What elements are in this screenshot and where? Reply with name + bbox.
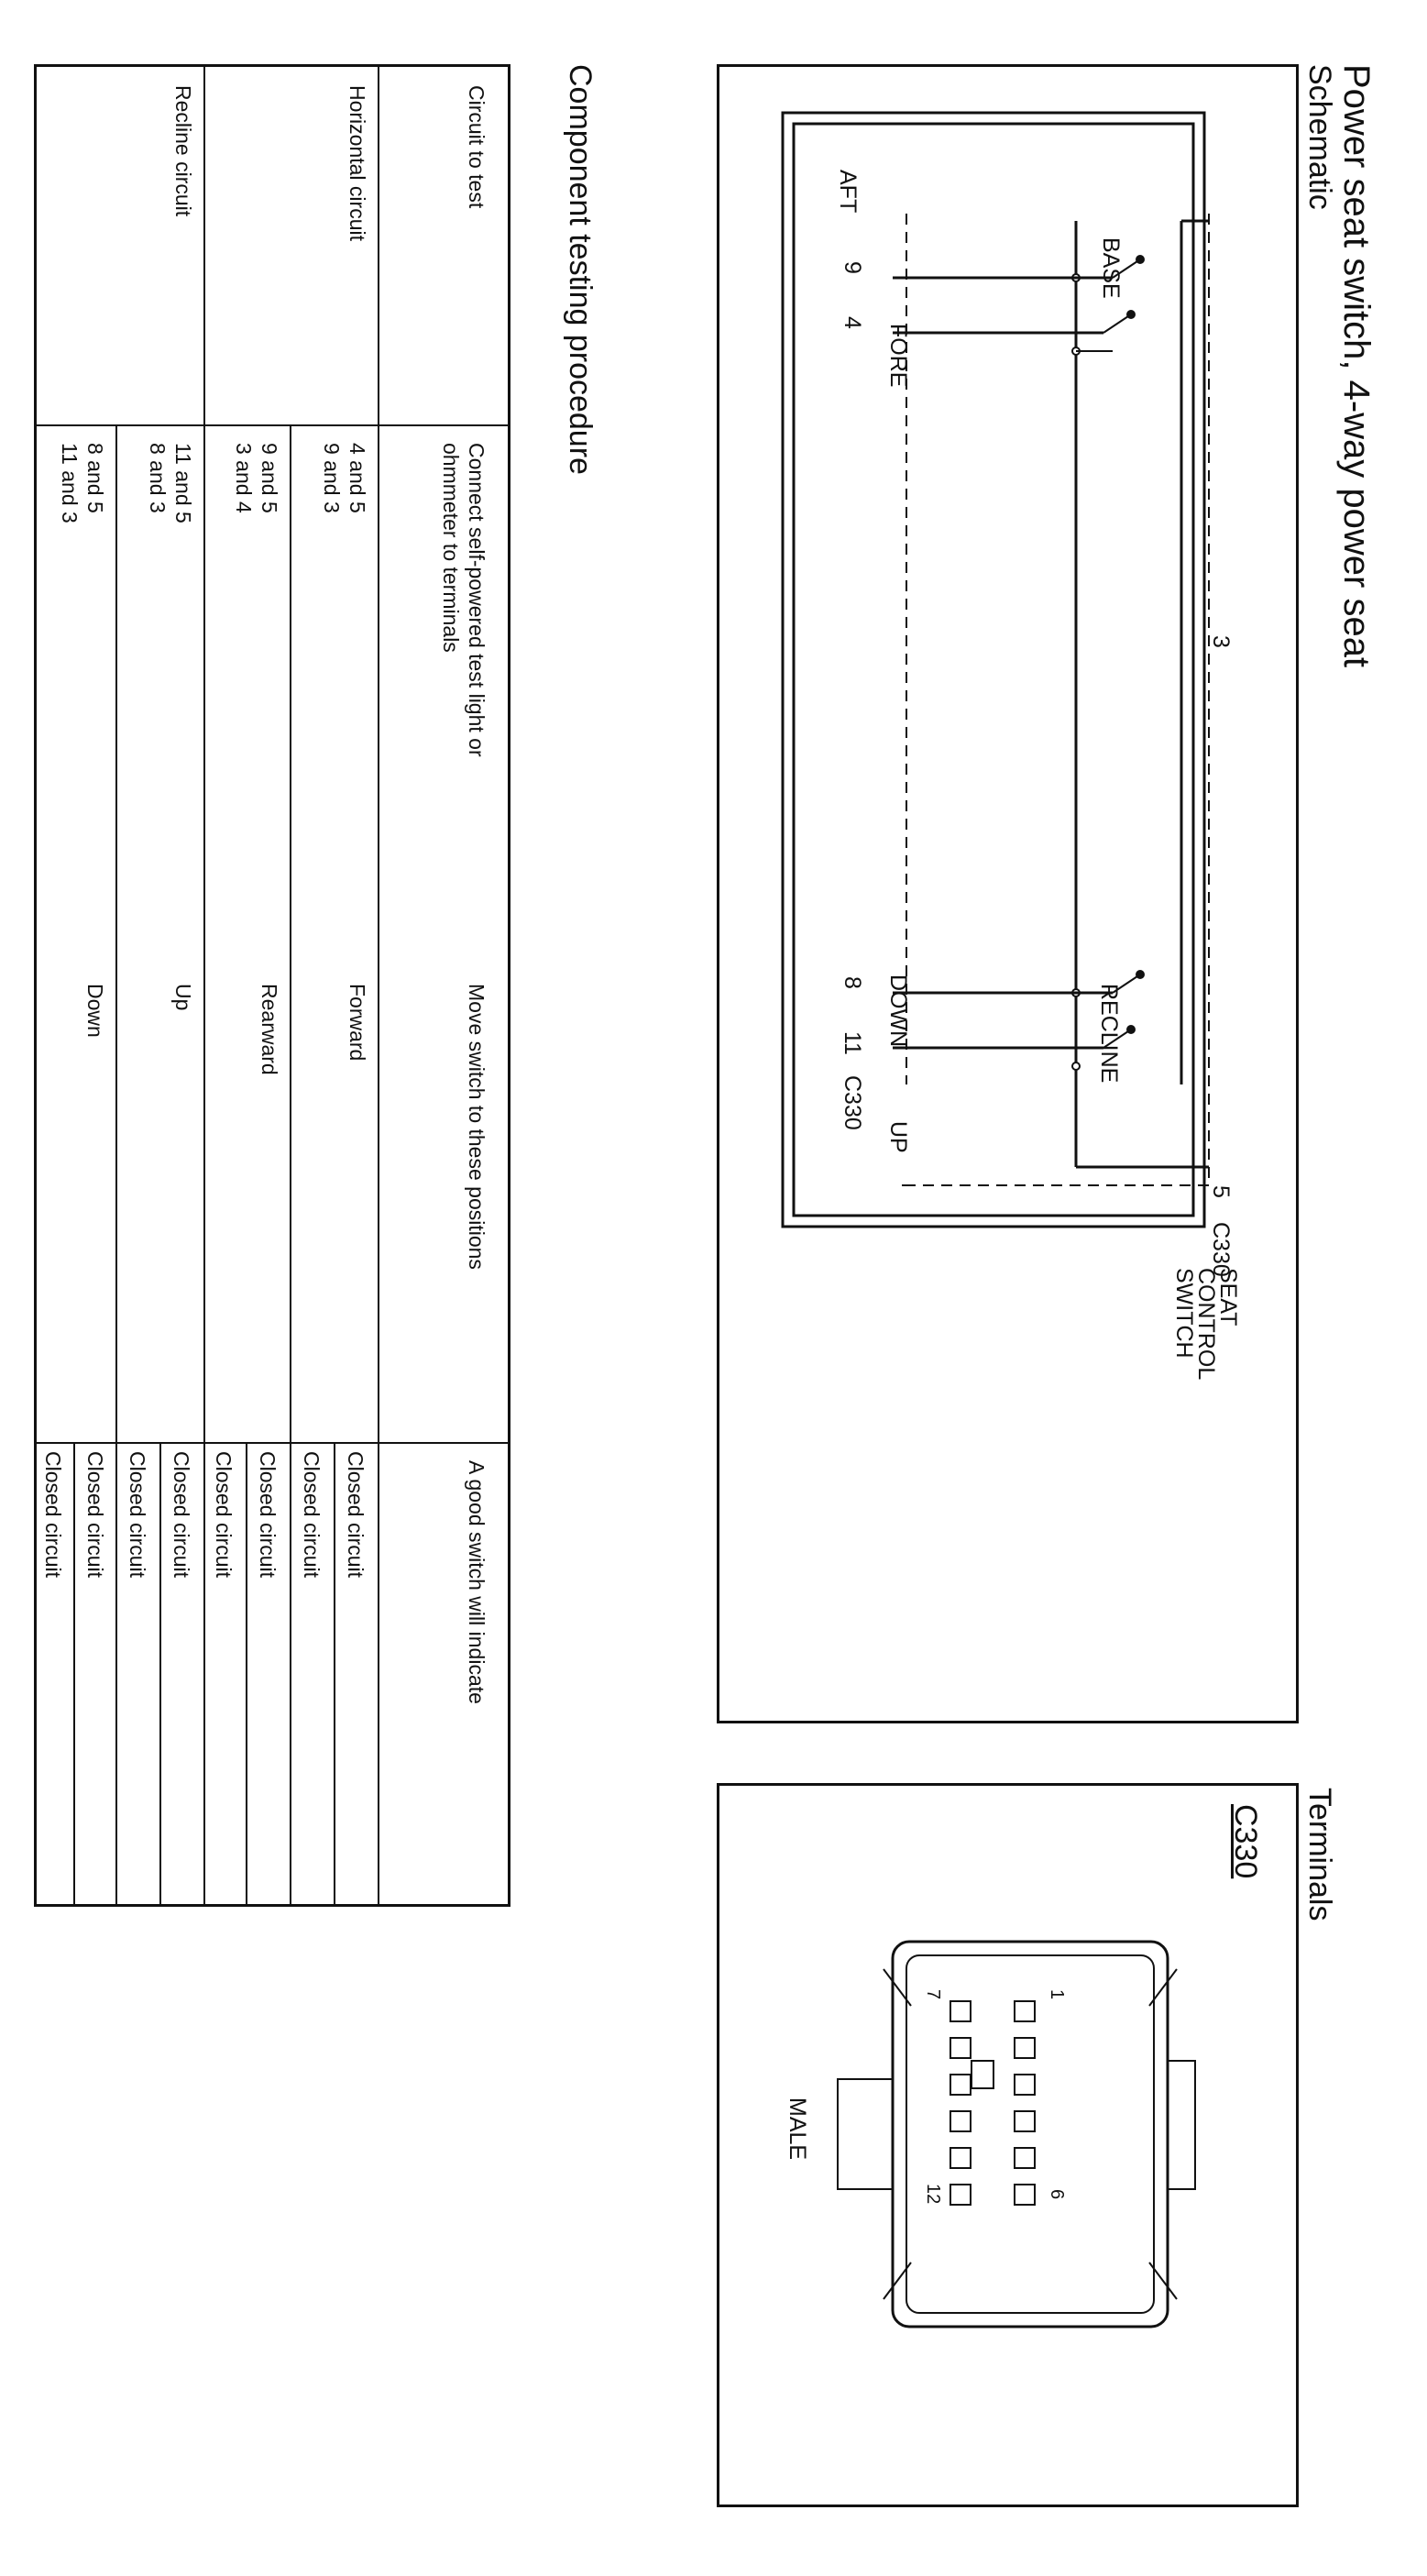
down-label: DOWN xyxy=(885,974,911,1048)
fore-label: FORE xyxy=(885,324,911,388)
switch-name-label: SEAT CONTROL SWITCH xyxy=(1171,1268,1241,1380)
procedure-table: Circuit to test Connect self-powered tes… xyxy=(34,64,510,1907)
table-row-position: Up xyxy=(171,984,195,1011)
terminal-pin-12-label: 12 xyxy=(923,2184,943,2205)
schematic-panel: 3 BASE AFT 9 4 FORE RECLINE DOWN 8 11 C3… xyxy=(717,64,1299,1723)
terminals-gender-label: MALE xyxy=(785,2097,810,2161)
pin-cavities xyxy=(950,2000,1036,2206)
pin-5-label: 5 xyxy=(1208,1185,1234,1198)
table-row-position: Down xyxy=(83,984,107,1038)
aft-label: AFT xyxy=(835,170,861,214)
table-row-terminals: 9 and 3 xyxy=(320,443,344,513)
table-row-result: Closed circuit xyxy=(41,1451,65,1579)
table-row-result: Closed circuit xyxy=(212,1451,236,1579)
switch-outer-box xyxy=(781,111,1206,1228)
terminals-panel: C330 xyxy=(717,1783,1299,2507)
page-title: Power seat switch, 4-way power seat xyxy=(1336,64,1377,668)
pin-3-label: 3 xyxy=(1208,635,1234,648)
table-row-position: Forward xyxy=(346,984,369,1062)
contact-recline-2 xyxy=(1071,1062,1081,1071)
table-row-terminals: 4 and 5 xyxy=(346,443,369,513)
circuit-horizontal: Horizontal circuit xyxy=(346,85,369,241)
table-row-result: Closed circuit xyxy=(256,1451,280,1579)
table-row-result: Closed circuit xyxy=(170,1451,193,1579)
terminal-pin-7-label: 7 xyxy=(923,1989,943,2000)
terminal-pin-1-label: 1 xyxy=(1047,1989,1067,2000)
table-row-terminals: 3 and 4 xyxy=(232,443,256,513)
header-circuit: Circuit to test xyxy=(465,85,488,209)
table-row-position: Rearward xyxy=(258,984,281,1075)
header-good: A good switch will indicate xyxy=(465,1460,488,1704)
table-row-result: Closed circuit xyxy=(300,1451,324,1579)
table-row-terminals: 11 and 5 xyxy=(171,443,195,523)
table-row-result: Closed circuit xyxy=(83,1451,107,1579)
table-row-terminals: 11 and 3 xyxy=(58,443,82,523)
circuit-recline: Recline circuit xyxy=(171,85,195,217)
header-connect: Connect self-powered test light or ohmme… xyxy=(439,443,488,757)
schematic-diagram xyxy=(781,111,1210,1228)
header-move: Move switch to these positions xyxy=(465,984,488,1270)
connector-face-drawing xyxy=(837,1940,1196,2328)
up-label: UP xyxy=(885,1121,911,1153)
schematic-label: Schematic xyxy=(1302,64,1337,210)
table-row-result: Closed circuit xyxy=(344,1451,368,1579)
procedure-label: Component testing procedure xyxy=(563,64,598,475)
connector-c330-bottom-label: C330 xyxy=(840,1075,865,1130)
table-row-terminals: 8 and 3 xyxy=(146,443,170,513)
pin-8-label: 8 xyxy=(840,976,865,989)
table-row-terminals: 8 and 5 xyxy=(83,443,107,513)
terminal-pin-6-label: 6 xyxy=(1047,2189,1067,2200)
recline-label: RECLINE xyxy=(1096,984,1122,1084)
switch-inner-box xyxy=(792,122,1195,1217)
connector-dashed-lower xyxy=(902,214,907,1186)
connector-latch xyxy=(1167,2060,1196,2190)
base-label: BASE xyxy=(1098,237,1124,299)
terminals-label: Terminals xyxy=(1302,1788,1337,1921)
table-row-terminals: 9 and 5 xyxy=(258,443,281,513)
pin-11-label: 11 xyxy=(840,1031,865,1055)
pin-4-label: 4 xyxy=(840,316,865,329)
connector-dashed-outline xyxy=(906,214,1210,1186)
table-row-result: Closed circuit xyxy=(126,1451,149,1579)
pin-9-label: 9 xyxy=(840,261,865,274)
